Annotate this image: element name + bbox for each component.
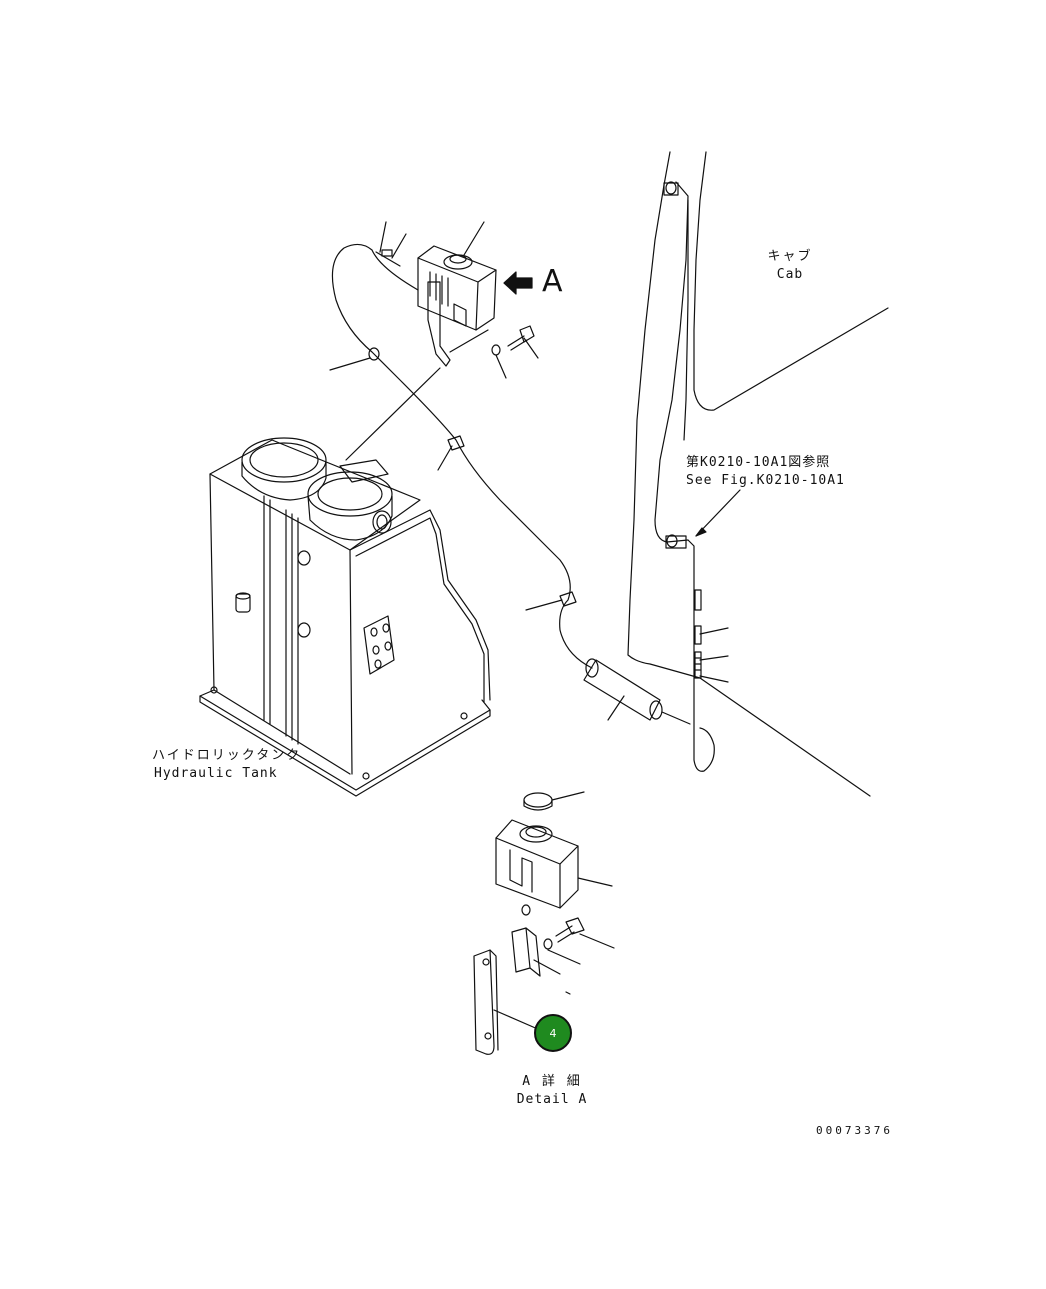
callout-part-4[interactable]: 4 — [534, 1014, 572, 1052]
view-a-label: A — [542, 264, 563, 299]
cab-outline — [628, 152, 888, 796]
detail-a-label-en: Detail A — [516, 1092, 588, 1107]
detail-a-drawing — [474, 792, 614, 1054]
view-arrow-a — [504, 272, 532, 294]
drawing-number: 00073376 — [816, 1124, 893, 1137]
detail-a-label-jp: A 詳 細 — [522, 1074, 582, 1089]
washer-tank-main — [418, 222, 538, 378]
callout-number: 4 — [549, 1026, 557, 1040]
cab-hose — [655, 182, 740, 771]
see-fig-label-jp: 第K0210-10A1図参照 — [686, 455, 831, 470]
hydraulic-tank — [200, 368, 490, 796]
hydraulic-tank-label-jp: ハイドロリックタンク — [152, 748, 302, 763]
washer-hose — [330, 222, 690, 724]
cab-label-en: Cab — [776, 267, 804, 282]
hydraulic-tank-label-en: Hydraulic Tank — [154, 766, 278, 781]
cab-label-jp: キャブ — [767, 249, 813, 264]
see-fig-label-en: See Fig.K0210-10A1 — [686, 473, 845, 488]
